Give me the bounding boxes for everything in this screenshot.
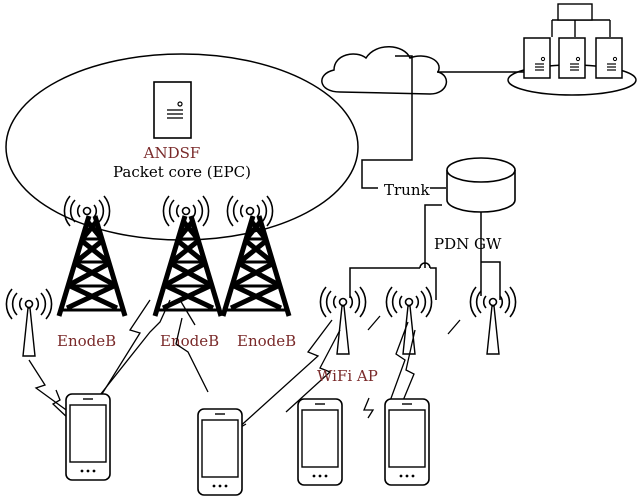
cylinder-router-icon (446, 157, 516, 213)
pdn-wifi-links (349, 204, 501, 300)
enodeb-label-3: EnodeB (237, 332, 296, 350)
server-cluster-icon (507, 3, 637, 96)
smartphone-icon (65, 393, 111, 481)
enodeb-label-1: EnodeB (57, 332, 116, 350)
cell-tower-icon (223, 216, 289, 316)
server-icon (153, 81, 192, 139)
antenna-icon (386, 287, 431, 354)
cloud-icon (321, 46, 448, 95)
andsf-label: ANDSF (143, 144, 201, 162)
enodeb-label-2: EnodeB (160, 332, 219, 350)
wifi-ap-label: WiFi AP (317, 367, 378, 385)
antenna-icon (470, 287, 515, 354)
packet-core-label: Packet core (EPC) (113, 163, 251, 181)
antenna-icon (6, 289, 51, 356)
smartphone-icon (197, 408, 243, 496)
cell-tower-icon (59, 216, 125, 316)
antenna-icon (320, 287, 365, 354)
trunk-label: Trunk (384, 181, 430, 199)
smartphone-icon (384, 398, 430, 486)
cell-tower-icon (155, 216, 221, 316)
pdn-gw-label: PDN GW (434, 235, 502, 253)
cloud-trunk-link (361, 55, 413, 189)
smartphone-icon (297, 398, 343, 486)
